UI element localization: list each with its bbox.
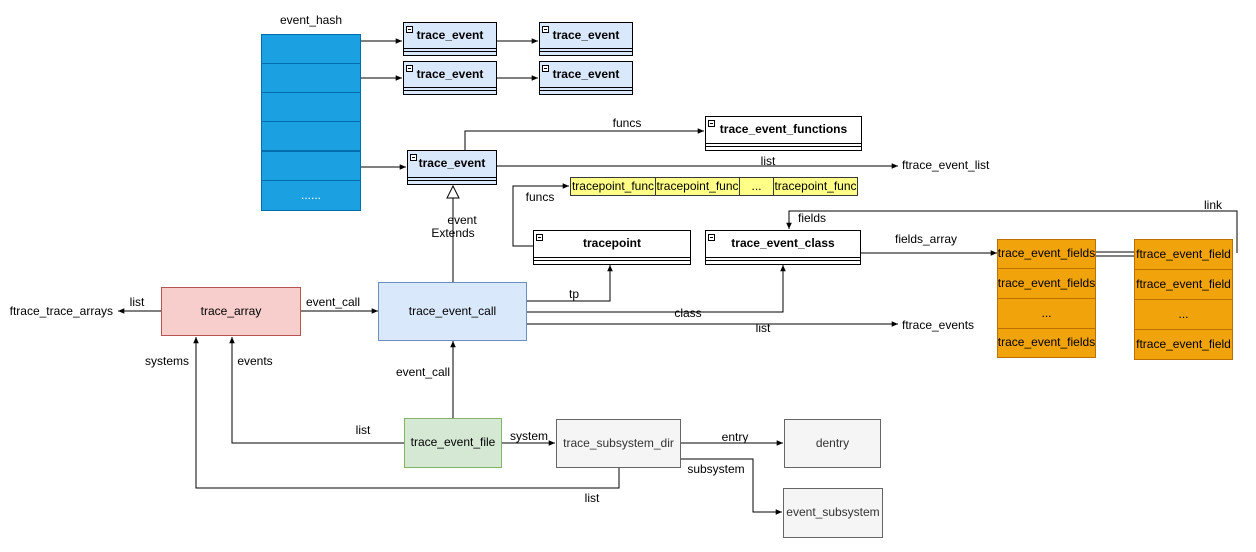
class-divider (706, 257, 860, 264)
class-divider (706, 143, 861, 150)
ftrace-event-list: ftrace_event_list (902, 158, 990, 172)
label-fields-array: fields_array (894, 232, 958, 246)
label-list-arrays: list (129, 295, 145, 309)
class-divider (408, 177, 496, 184)
node-event-subsystem[interactable]: event_subsystem (783, 488, 883, 538)
ftrace-trace-arrays: ftrace_trace_arrays (9, 304, 113, 318)
event-hash-bucket (261, 151, 361, 181)
node-trace-array[interactable]: trace_array (161, 287, 301, 336)
tracepoint-func-cell: tracepoint_func (773, 177, 858, 196)
edge-list-bottom (193, 337, 620, 489)
edge-subsystem (681, 458, 782, 515)
label-systems: systems (144, 354, 190, 368)
class-trace-event[interactable]: trace_event (539, 22, 633, 56)
class-title: trace_event (418, 156, 486, 170)
label-event-call-bottom: event_call (395, 365, 451, 379)
class-title: trace_event (552, 28, 620, 42)
label-list-bottom: list (584, 491, 600, 505)
class-divider (404, 48, 496, 55)
collapse-icon[interactable] (708, 234, 715, 241)
label-list: list (760, 154, 776, 168)
event-hash-bucket (261, 121, 361, 151)
node-trace-event-call[interactable]: trace_event_call (378, 282, 527, 341)
ftrace-events: ftrace_events (902, 318, 975, 332)
node-trace-event-file[interactable]: trace_event_file (404, 418, 502, 468)
edge-tp (527, 265, 613, 302)
label-class: class (674, 306, 702, 320)
class-divider (404, 87, 496, 94)
class-title: trace_event (552, 67, 620, 81)
class-trace-event-main[interactable]: trace_event (407, 150, 497, 185)
trace-event-fields-cell: trace_event_fields (997, 239, 1096, 269)
class-title: trace_event (416, 67, 484, 81)
class-title: trace_event_class (731, 236, 835, 250)
edge-link (786, 210, 1238, 253)
class-trace-event[interactable]: trace_event (539, 61, 633, 95)
edge-list-file (229, 337, 404, 444)
collapse-icon[interactable] (406, 65, 413, 72)
collapse-icon[interactable] (536, 234, 543, 241)
ftrace-event-field-cell: ftrace_event_field (1134, 329, 1233, 360)
edge-class (527, 265, 786, 313)
label-subsystem: subsystem (687, 462, 745, 476)
ftrace-event-field-cell-more: ... (1134, 299, 1233, 330)
class-divider (540, 87, 632, 94)
trace-event-fields-cell: trace_event_fields (997, 328, 1096, 358)
class-title: tracepoint (582, 236, 641, 250)
label-list-events: list (755, 321, 771, 335)
label-link: link (1203, 198, 1223, 212)
edge-funcs-top (464, 128, 704, 151)
class-trace-event[interactable]: trace_event (403, 22, 497, 56)
class-title: trace_event (416, 28, 484, 42)
event-hash-bucket-more: ...... (261, 180, 361, 211)
label-list-file: list (355, 423, 371, 437)
collapse-icon[interactable] (708, 120, 715, 127)
label-events: events (237, 354, 273, 368)
label-funcs: funcs (612, 116, 642, 130)
node-trace-subsystem-dir[interactable]: trace_subsystem_dir (556, 419, 681, 468)
class-title: trace_event_functions (719, 122, 848, 136)
label-event-call-top: event_call (305, 295, 361, 309)
class-trace-event-class[interactable]: trace_event_class (705, 230, 861, 265)
ftrace-event-field-cell: ftrace_event_field (1134, 239, 1233, 270)
label-funcs-tp: funcs (525, 190, 555, 204)
event-hash-bucket (261, 92, 361, 122)
collapse-icon[interactable] (406, 26, 413, 33)
event-hash-bucket (261, 34, 361, 64)
label-event: event (447, 213, 477, 227)
trace-event-fields-cell-more: ... (997, 298, 1096, 329)
label-system: system (509, 429, 549, 443)
tracepoint-func-cell: tracepoint_func (655, 177, 740, 196)
class-tracepoint[interactable]: tracepoint (533, 230, 691, 265)
label-tp: tp (568, 287, 580, 301)
collapse-icon[interactable] (542, 26, 549, 33)
event-hash-bucket (261, 63, 361, 93)
class-divider (540, 48, 632, 55)
edge-funcs-tp (512, 183, 569, 247)
tracepoint-func-cell: tracepoint_func (570, 177, 656, 196)
class-divider (534, 257, 690, 264)
label-fields: fields (797, 211, 827, 225)
ftrace-event-field-cell: ftrace_event_field (1134, 269, 1233, 300)
label-extends: Extends (431, 226, 475, 240)
event-hash-title: event_hash (279, 13, 343, 27)
trace-event-fields-cell: trace_event_fields (997, 268, 1096, 299)
node-dentry[interactable]: dentry (784, 419, 881, 468)
class-trace-event[interactable]: trace_event (403, 61, 497, 95)
collapse-icon[interactable] (542, 65, 549, 72)
collapse-icon[interactable] (410, 154, 417, 161)
class-trace-event-functions[interactable]: trace_event_functions (705, 116, 862, 151)
tracepoint-func-cell-more: ... (739, 177, 774, 196)
label-entry: entry (721, 430, 749, 444)
